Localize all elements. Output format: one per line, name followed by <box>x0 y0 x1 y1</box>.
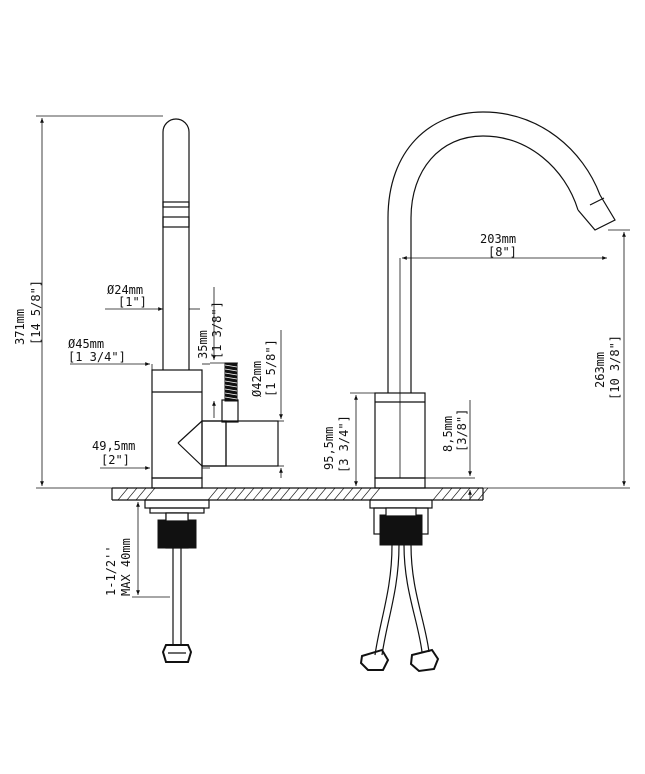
countertop <box>111 487 489 501</box>
dimension-lines-right <box>350 229 630 500</box>
dimension-lines-left <box>36 115 284 489</box>
label-spout-dia-in: [1"] <box>118 295 147 309</box>
right-faucet-front-view <box>359 111 616 673</box>
label-reach-in: [8"] <box>488 245 517 259</box>
label-spout-dia-mm: Ø24mm <box>107 283 143 297</box>
left-faucet-side-view <box>144 118 279 663</box>
label-lever-len-mm: 35mm <box>196 330 210 359</box>
label-max-thickness: MAX 40mm <box>119 538 133 596</box>
label-height-total-in: [14 5/8"] <box>29 280 43 345</box>
label-thread-size: 1-1/2'' <box>104 545 118 596</box>
label-reach-mm: 203mm <box>480 232 516 246</box>
label-spout-height-in: [10 3/8"] <box>608 335 622 400</box>
label-body-height-mm: 95,5mm <box>322 427 336 470</box>
label-base-width-in: [2"] <box>101 453 130 467</box>
label-lever-dia-mm: Ø42mm <box>250 361 264 397</box>
dimension-labels: 371mm [14 5/8"] Ø24mm [1"] Ø45mm [1 3/4"… <box>13 232 622 596</box>
label-body-height-in: [3 3/4"] <box>337 415 351 473</box>
label-base-height-in: [3/8"] <box>455 409 469 452</box>
label-lever-len-in: [1 3/8"] <box>210 301 224 359</box>
label-base-height-mm: 8,5mm <box>441 416 455 452</box>
dimension-line-max-thickness <box>132 499 170 598</box>
label-body-dia-mm: Ø45mm <box>68 337 104 351</box>
label-base-width-mm: 49,5mm <box>92 439 135 453</box>
label-lever-dia-in: [1 5/8"] <box>264 339 278 397</box>
label-height-total-mm: 371mm <box>13 309 27 345</box>
label-body-dia-in: [1 3/4"] <box>68 350 126 364</box>
label-spout-height-mm: 263mm <box>593 352 607 388</box>
